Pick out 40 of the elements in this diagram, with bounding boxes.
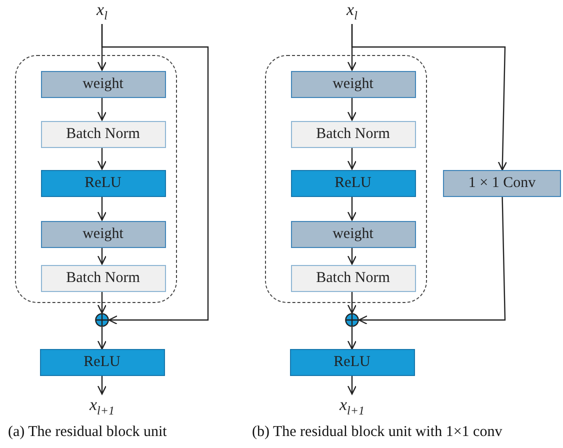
arrow — [347, 291, 357, 314]
weight-layer-box: weight — [40, 71, 166, 98]
arrow — [351, 24, 508, 171]
arrow — [347, 247, 357, 265]
batch-norm-box: Batch Norm — [40, 265, 166, 292]
sum-circle — [345, 313, 359, 327]
weight-layer-box: 1 × 1 Conv — [443, 170, 561, 197]
relu-box: ReLU — [40, 170, 166, 197]
sum-circle — [95, 313, 109, 327]
relu-box: ReLU — [290, 349, 414, 376]
relu-box: ReLU — [290, 170, 416, 197]
arrow — [347, 196, 357, 221]
arrow — [347, 327, 357, 350]
arrow — [97, 291, 107, 314]
batch-norm-box: Batch Norm — [40, 121, 166, 148]
batch-norm-box: Batch Norm — [290, 121, 416, 148]
arrow — [101, 24, 209, 325]
arrow — [97, 247, 107, 265]
caption: (b) The residual block unit with 1×1 conv — [252, 424, 502, 441]
caption: (a) The residual block unit — [8, 424, 167, 441]
arrow — [347, 97, 357, 121]
arrow — [97, 97, 107, 121]
variable-label: x$_{l}$ — [338, 0, 366, 24]
batch-norm-box: Batch Norm — [290, 265, 416, 292]
arrow — [97, 196, 107, 221]
dashed-group-outline — [265, 55, 427, 303]
relu-box: ReLU — [40, 349, 164, 376]
arrow — [97, 327, 107, 350]
weight-layer-box: weight — [290, 221, 416, 248]
arrow — [97, 376, 107, 395]
variable-label: x$_{l+1}$ — [80, 394, 124, 420]
weight-layer-box: weight — [40, 221, 166, 248]
weight-layer-box: weight — [290, 71, 416, 98]
arrow — [358, 196, 506, 325]
arrow — [347, 376, 357, 395]
arrow — [347, 147, 357, 170]
dashed-group-outline — [15, 55, 177, 303]
variable-label: x$_{l}$ — [88, 0, 116, 24]
arrow — [97, 147, 107, 170]
variable-label: x$_{l+1}$ — [330, 394, 374, 420]
